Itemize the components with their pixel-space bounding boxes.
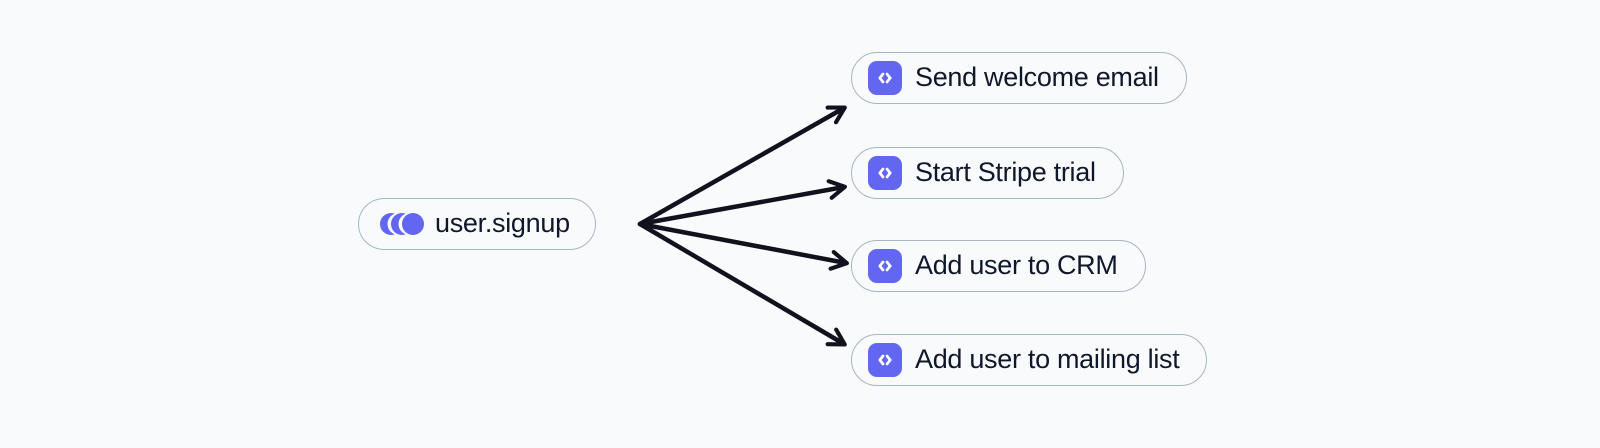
- event-pulse-icon: [380, 212, 424, 236]
- event-node-user-signup[interactable]: user.signup: [358, 198, 596, 250]
- function-node-add-user-to-mailing-list[interactable]: Add user to mailing list: [851, 334, 1208, 386]
- function-node-send-welcome-email[interactable]: Send welcome email: [851, 52, 1187, 104]
- arrow-to-send-welcome-email: [637, 105, 847, 227]
- function-node-add-user-to-crm[interactable]: Add user to CRM: [851, 240, 1146, 292]
- function-node-label: Add user to CRM: [915, 249, 1118, 280]
- arrow-to-add-user-to-crm: [637, 221, 849, 271]
- arrow-to-add-user-to-mailing-list: [637, 221, 847, 347]
- function-node-label: Send welcome email: [915, 61, 1159, 92]
- function-node-label: Add user to mailing list: [915, 343, 1180, 374]
- arrow-to-start-stripe-trial: [637, 179, 847, 227]
- code-icon: [868, 156, 902, 190]
- code-icon: [868, 61, 902, 95]
- code-icon: [868, 249, 902, 283]
- function-node-start-stripe-trial[interactable]: Start Stripe trial: [851, 147, 1124, 199]
- code-icon: [868, 343, 902, 377]
- event-node-label: user.signup: [435, 207, 570, 238]
- function-node-label: Start Stripe trial: [915, 156, 1096, 187]
